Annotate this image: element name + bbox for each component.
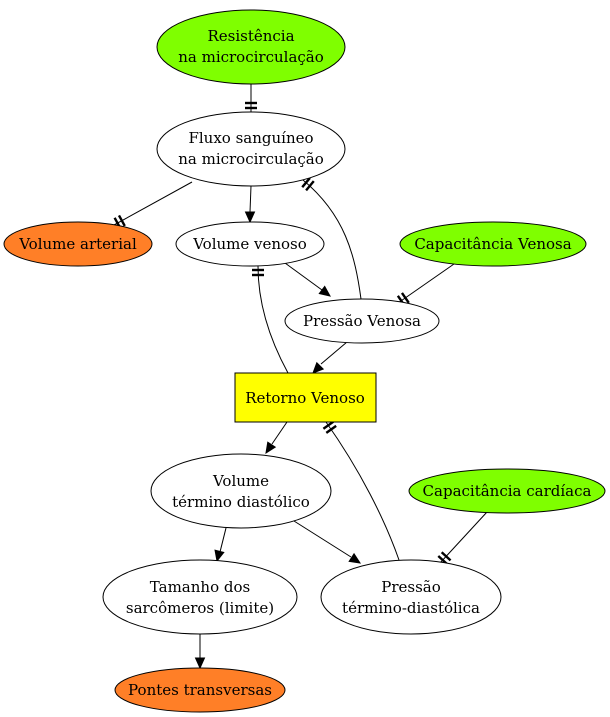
node-volume-venoso: Volume venoso <box>175 221 325 267</box>
node-fluxo: Fluxo sanguíneo na microcirculação <box>156 111 346 187</box>
node-tamanho-sarcomeros-line1: Tamanho dos <box>150 578 250 596</box>
node-volume-venoso-label: Volume venoso <box>192 235 307 253</box>
edge-retorno-venoso-to-volume-venoso <box>252 265 289 374</box>
node-pontes-transversas-label: Pontes transversas <box>128 681 272 699</box>
node-retorno-venoso-label: Retorno Venoso <box>245 389 365 407</box>
node-tamanho-sarcomeros: Tamanho dos sarcômeros (limite) <box>102 559 298 635</box>
arrowhead-icon <box>318 285 331 297</box>
edge-retorno-venoso-to-volume-td <box>265 421 288 455</box>
edge-pressao-venosa-to-fluxo <box>301 177 362 300</box>
tee-bar-icon <box>322 420 334 430</box>
node-volume-td-line2: término diastólico <box>172 493 310 511</box>
tee-bar-icon <box>305 180 315 192</box>
node-fluxo-line1: Fluxo sanguíneo <box>188 129 313 147</box>
arrowhead-icon <box>348 552 362 564</box>
tee-bar-icon <box>440 551 452 562</box>
node-volume-termino-diastolico: Volume término diastólico <box>150 453 332 529</box>
edge-pressao-td-to-retorno-venoso <box>322 420 400 561</box>
node-retorno-venoso: Retorno Venoso <box>234 372 377 423</box>
tee-bar-icon <box>301 177 311 188</box>
node-pontes-transversas: Pontes transversas <box>114 667 286 713</box>
node-pressao-td-line2: término-diastólica <box>342 599 480 617</box>
node-volume-arterial-label: Volume arterial <box>18 235 137 253</box>
node-capacitancia-cardiaca: Capacitância cardíaca <box>408 468 606 514</box>
edge-pressao-venosa-to-retorno-venoso <box>312 341 348 374</box>
node-pressao-venosa: Pressão Venosa <box>284 298 440 344</box>
node-capacitancia-cardiaca-label: Capacitância cardíaca <box>423 482 592 500</box>
arrowhead-icon <box>265 441 277 455</box>
node-resistencia-line1: Resistência <box>207 27 294 45</box>
arrowhead-icon <box>244 211 256 224</box>
edge-volume-td-to-tamanho-sarcomeros <box>214 527 227 563</box>
node-pressao-termino-diastolica: Pressão término-diastólica <box>320 559 502 635</box>
edge-tamanho-sarcomeros-to-pontes-transversas <box>194 634 206 670</box>
node-pressao-td-line1: Pressão <box>381 578 441 596</box>
edge-volume-td-to-pressao-td <box>293 520 362 564</box>
node-tamanho-sarcomeros-line2: sarcômeros (limite) <box>126 599 274 617</box>
node-capacitancia-venosa: Capacitância Venosa <box>399 221 587 267</box>
arrowhead-icon <box>312 361 325 374</box>
node-fluxo-line2: na microcirculação <box>178 150 324 168</box>
tee-bar-icon <box>117 214 126 227</box>
edge-volume-venoso-to-pressao-venosa <box>284 262 331 297</box>
edge-capacitancia-venosa-to-pressao-venosa <box>396 263 455 307</box>
arrowhead-icon <box>214 549 225 563</box>
node-resistencia: Resistência na microcirculação <box>156 9 346 85</box>
node-volume-arterial: Volume arterial <box>3 221 153 267</box>
node-resistencia-line2: na microcirculação <box>178 48 324 66</box>
edge-resistencia-to-fluxo <box>245 84 257 112</box>
tee-bar-icon <box>325 424 337 434</box>
edge-fluxo-to-volume-arterial <box>113 181 193 229</box>
tee-bar-icon <box>400 292 410 304</box>
node-capacitancia-venosa-label: Capacitância Venosa <box>414 235 571 253</box>
arrowhead-icon <box>194 657 206 670</box>
nodes-layer: Resistência na microcirculação Fluxo san… <box>3 9 606 713</box>
node-volume-td-line1: Volume <box>212 472 269 490</box>
node-pressao-venosa-label: Pressão Venosa <box>303 312 421 330</box>
edge-capacitancia-cardiaca-to-pressao-td <box>437 511 488 566</box>
edge-fluxo-to-volume-venoso <box>244 185 256 224</box>
